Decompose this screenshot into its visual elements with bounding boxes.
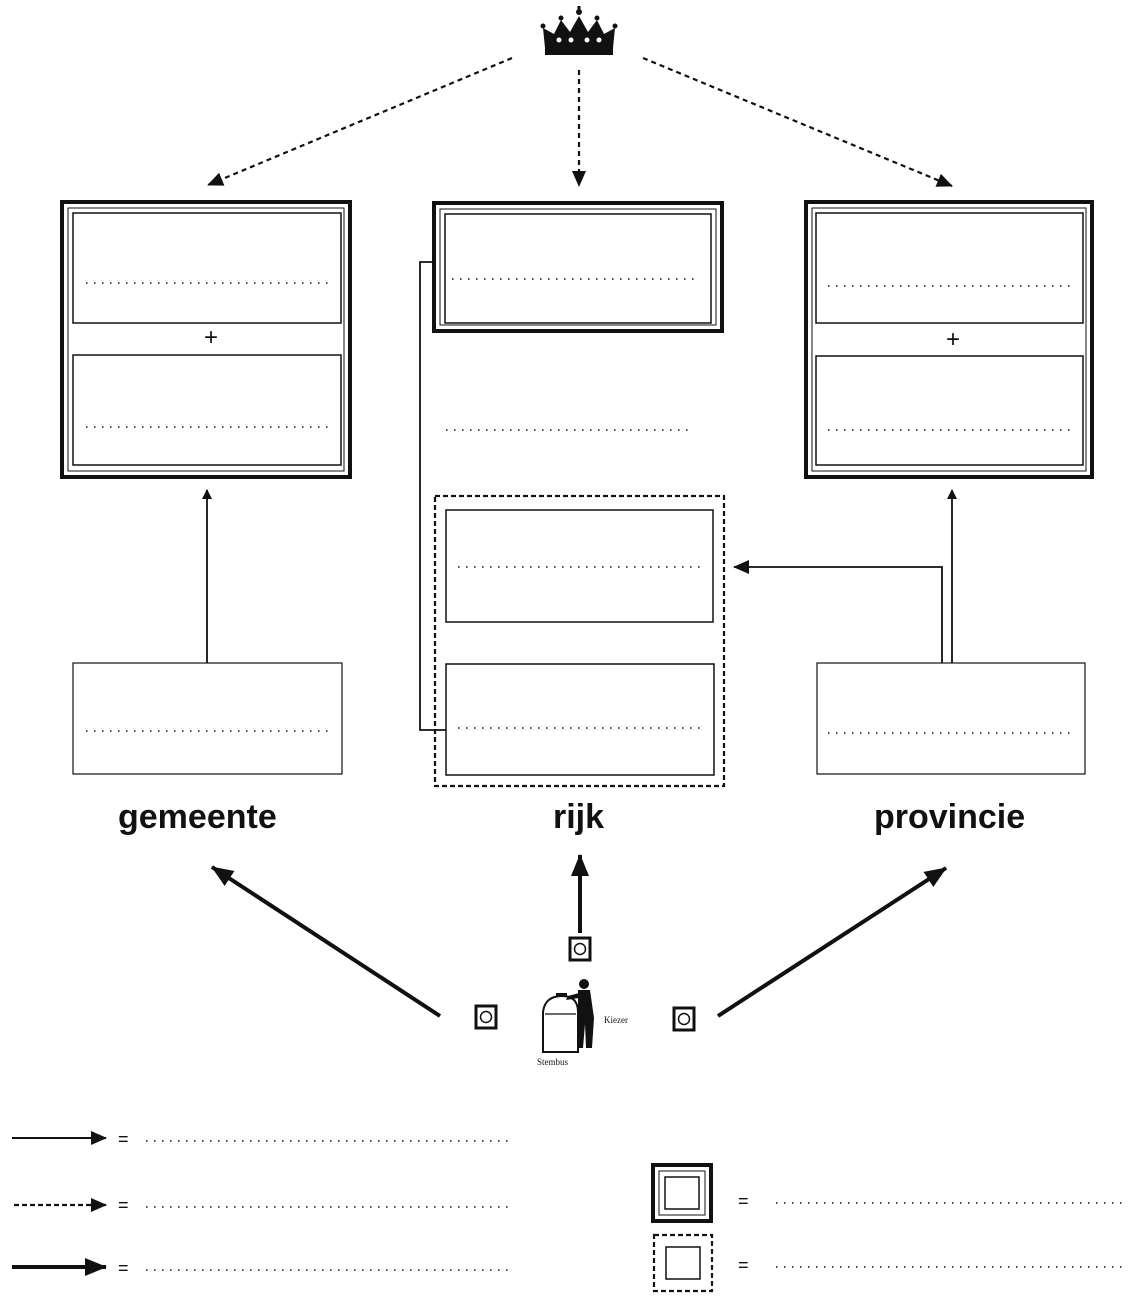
crown-to-gemeente-arrow [207, 56, 513, 187]
gemeente-upper-box [72, 212, 342, 324]
stembus-label: Stembus [537, 1057, 569, 1067]
provincie-upper-box [815, 212, 1084, 324]
provincie-electorate-box [816, 662, 1086, 775]
rijk-top-frame [432, 201, 724, 333]
rijk-government-link-line [419, 261, 446, 731]
legend-equals-1: = [118, 1129, 129, 1149]
ballot-square-icon [568, 936, 592, 962]
gemeente-lower-box [72, 354, 342, 466]
rijk-label: rijk [553, 798, 605, 836]
kiezer-label: Kiezer [604, 1015, 628, 1025]
voter-to-provincie-arrow [716, 866, 948, 1018]
legend [12, 1131, 1124, 1293]
voter-at-ballot-box-icon [542, 979, 594, 1053]
legend-equals-3: = [118, 1258, 129, 1278]
legend-dashed-frame-box [652, 1233, 714, 1293]
gemeente-council-frame [60, 200, 352, 479]
provincie-to-senate-arrow [733, 560, 943, 663]
provincie-council-frame [804, 200, 1094, 479]
provincie-lower-box [815, 355, 1084, 466]
rijk-chamber-upper-box [445, 509, 714, 623]
gemeente-electorate-box [72, 662, 343, 775]
gemeente-label: gemeente [118, 798, 277, 836]
voter-to-gemeente-arrow [210, 865, 442, 1018]
legend-equals-2: = [118, 1195, 129, 1215]
rijk-parliament-frame [433, 494, 726, 788]
crown-to-provincie-arrow [642, 56, 953, 188]
ballot-square-icon [672, 1006, 696, 1032]
gemeente-plus-sign: + [204, 324, 219, 351]
legend-equals-5: = [738, 1255, 749, 1275]
legend-equals-4: = [738, 1191, 749, 1211]
rijk-chamber-lower-box [445, 663, 715, 776]
rijk-upper-box [444, 213, 712, 324]
provincie-plus-sign: + [946, 326, 961, 353]
ballot-square-icon [474, 1004, 498, 1030]
legend-double-frame-box [651, 1163, 713, 1223]
provincie-label: provincie [874, 798, 1026, 836]
crown-icon [540, 6, 618, 55]
